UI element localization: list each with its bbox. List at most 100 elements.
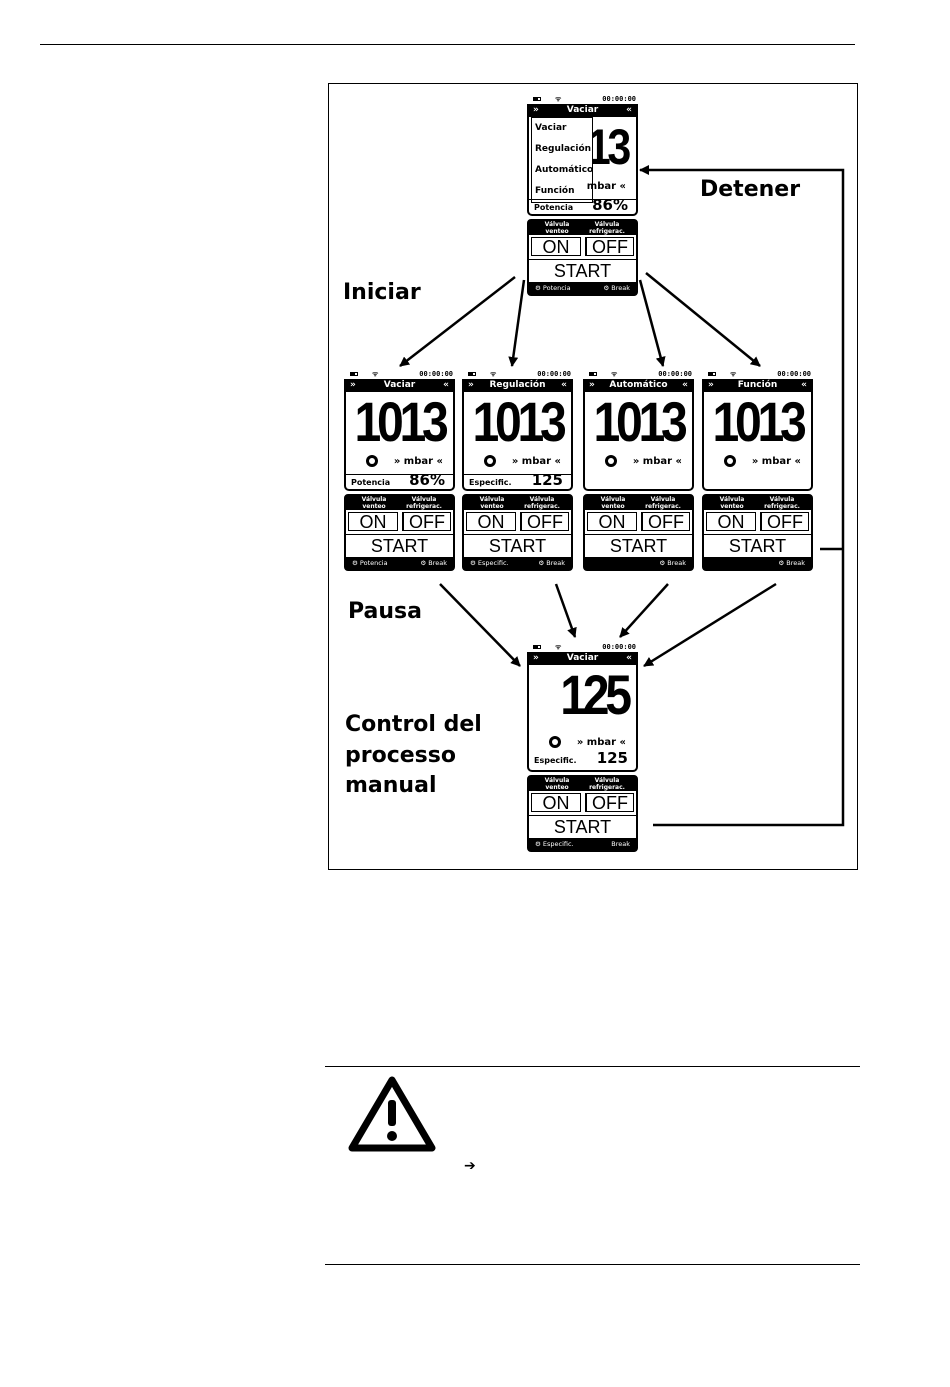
status-bar: ᯤ 00:00:00 [344,370,455,379]
unit-row: » mbar « [529,736,636,750]
battery-icon [350,372,358,376]
softkey-break[interactable]: ⚙ Break [420,559,447,567]
wireless-icon: ᯤ [611,370,618,378]
pump-icon [484,455,496,467]
footer-row: Potencia 86% [529,196,636,215]
menu-item-funcion[interactable]: Función [535,186,575,196]
valve-labels: Válvula venteo Válvula refrigerac. [529,777,636,791]
valve-labels: Válvula venteo Válvula refrigerac. [585,496,692,510]
chevron-left-icon[interactable]: » [468,380,474,390]
footer-value: 86% [592,196,628,214]
unit-row: mbar « [529,180,636,194]
off-button[interactable]: OFF [760,512,809,532]
control-panel: Válvula venteo Válvula refrigerac. ON OF… [702,494,813,571]
arrow-start-regulacion [508,279,526,367]
mode-title: Regulación [489,380,546,390]
start-button[interactable]: START [464,534,571,557]
softkey-left[interactable]: ⚙ Especific. [470,559,509,567]
start-button[interactable]: START [529,259,636,282]
mode-title-bar[interactable]: » Vaciar « [529,652,636,665]
chevron-left-icon[interactable]: » [589,380,595,390]
softkey-bar: ⚙ Break [585,557,692,569]
softkey-break[interactable]: ⚙ Break [538,559,565,567]
softkey-left[interactable]: ⚙ Potencia [535,284,571,292]
footer-row: Potencia 86% [346,473,453,490]
mode-title: Vaciar [566,105,599,115]
softkey-bar: ⚙ Potencia ⚙ Break [346,557,453,569]
mode-title-bar[interactable]: » Vaciar « [529,104,636,117]
start-button[interactable]: START [704,534,811,557]
unit-label: mbar « [586,181,626,192]
on-button[interactable]: ON [466,512,516,532]
off-button[interactable]: OFF [585,237,634,257]
warning-rule-top [325,1066,860,1067]
off-button[interactable]: OFF [641,512,690,532]
on-button[interactable]: ON [531,237,581,257]
mode-title-bar[interactable]: » Vaciar « [346,379,453,392]
chevron-left-icon[interactable]: » [350,380,356,390]
mode-title-bar[interactable]: » Función « [704,379,811,392]
on-button[interactable]: ON [706,512,756,532]
control-panel: Válvula venteo Válvula refrigerac. ON OF… [344,494,455,571]
mode-menu: Vaciar Regulación Automático Función [531,117,593,203]
status-time: 00:00:00 [658,370,692,378]
arrow-pause-2 [554,583,577,638]
footer-row: Especific. 125 [529,751,636,768]
softkey-bar: ⚙ Potencia ⚙ Break [529,282,636,294]
off-button[interactable]: OFF [402,512,451,532]
menu-item-regulacion[interactable]: Regulación [535,144,592,154]
start-button[interactable]: START [585,534,692,557]
menu-item-automatico[interactable]: Automático [535,165,594,175]
unit-label: » mbar « [393,456,443,467]
off-button[interactable]: OFF [520,512,569,532]
on-button[interactable]: ON [587,512,637,532]
pump-icon [549,736,561,748]
arrow-pause-1 [439,583,521,667]
chevron-right-icon[interactable]: « [561,380,567,390]
status-time: 00:00:00 [777,370,811,378]
softkey-break[interactable]: ⚙ Break [603,284,630,292]
chevron-left-icon[interactable]: » [533,653,539,663]
softkey-left[interactable]: ⚙ Potencia [352,559,388,567]
on-button[interactable]: ON [348,512,398,532]
valve-refrigerac-label: Válvula refrigerac. [764,496,800,510]
wireless-icon: ᯤ [730,370,737,378]
valve-venteo-label: Válvula venteo [479,496,505,510]
softkey-break[interactable]: ⚙ Break [659,559,686,567]
off-button[interactable]: OFF [585,793,634,813]
status-bar: ᯤ 00:00:00 [527,643,638,652]
label-detener: Detener [700,177,801,202]
control-panel: Válvula venteo Válvula refrigerac. ON OF… [583,494,694,571]
status-bar: ᯤ 00:00:00 [462,370,573,379]
chevron-right-icon[interactable]: « [801,380,807,390]
status-time: 00:00:00 [602,95,636,103]
on-button[interactable]: ON [531,793,581,813]
valve-labels: Válvula venteo Válvula refrigerac. [704,496,811,510]
status-time: 00:00:00 [602,643,636,651]
wireless-icon: ᯤ [372,370,379,378]
valve-refrigerac-label: Válvula refrigerac. [589,777,625,791]
battery-icon [533,97,541,101]
valve-labels: Válvula venteo Válvula refrigerac. [346,496,453,510]
menu-item-vaciar[interactable]: Vaciar [535,123,567,133]
chevron-right-icon[interactable]: « [626,653,632,663]
pressure-value: 1013 [354,390,449,453]
start-button[interactable]: START [529,815,636,838]
mode-title-bar[interactable]: » Automático « [585,379,692,392]
softkey-break[interactable]: Break [611,840,630,848]
mode-title: Función [737,380,778,390]
softkey-left[interactable]: ⚙ Especific. [535,840,574,848]
footer-label: Especific. [469,478,512,487]
chevron-right-icon[interactable]: « [682,380,688,390]
softkey-break[interactable]: ⚙ Break [778,559,805,567]
device-screen: » Función « 1013 » mbar « [702,379,813,491]
mode-title-bar[interactable]: » Regulación « [464,379,571,392]
chevron-left-icon[interactable]: » [533,105,539,115]
start-button[interactable]: START [346,534,453,557]
chevron-right-icon[interactable]: « [443,380,449,390]
device-screen: » Regulación « 1013 » mbar « Especific. … [462,379,573,491]
valve-labels: Válvula venteo Válvula refrigerac. [464,496,571,510]
chevron-left-icon[interactable]: » [708,380,714,390]
chevron-right-icon[interactable]: « [626,105,632,115]
